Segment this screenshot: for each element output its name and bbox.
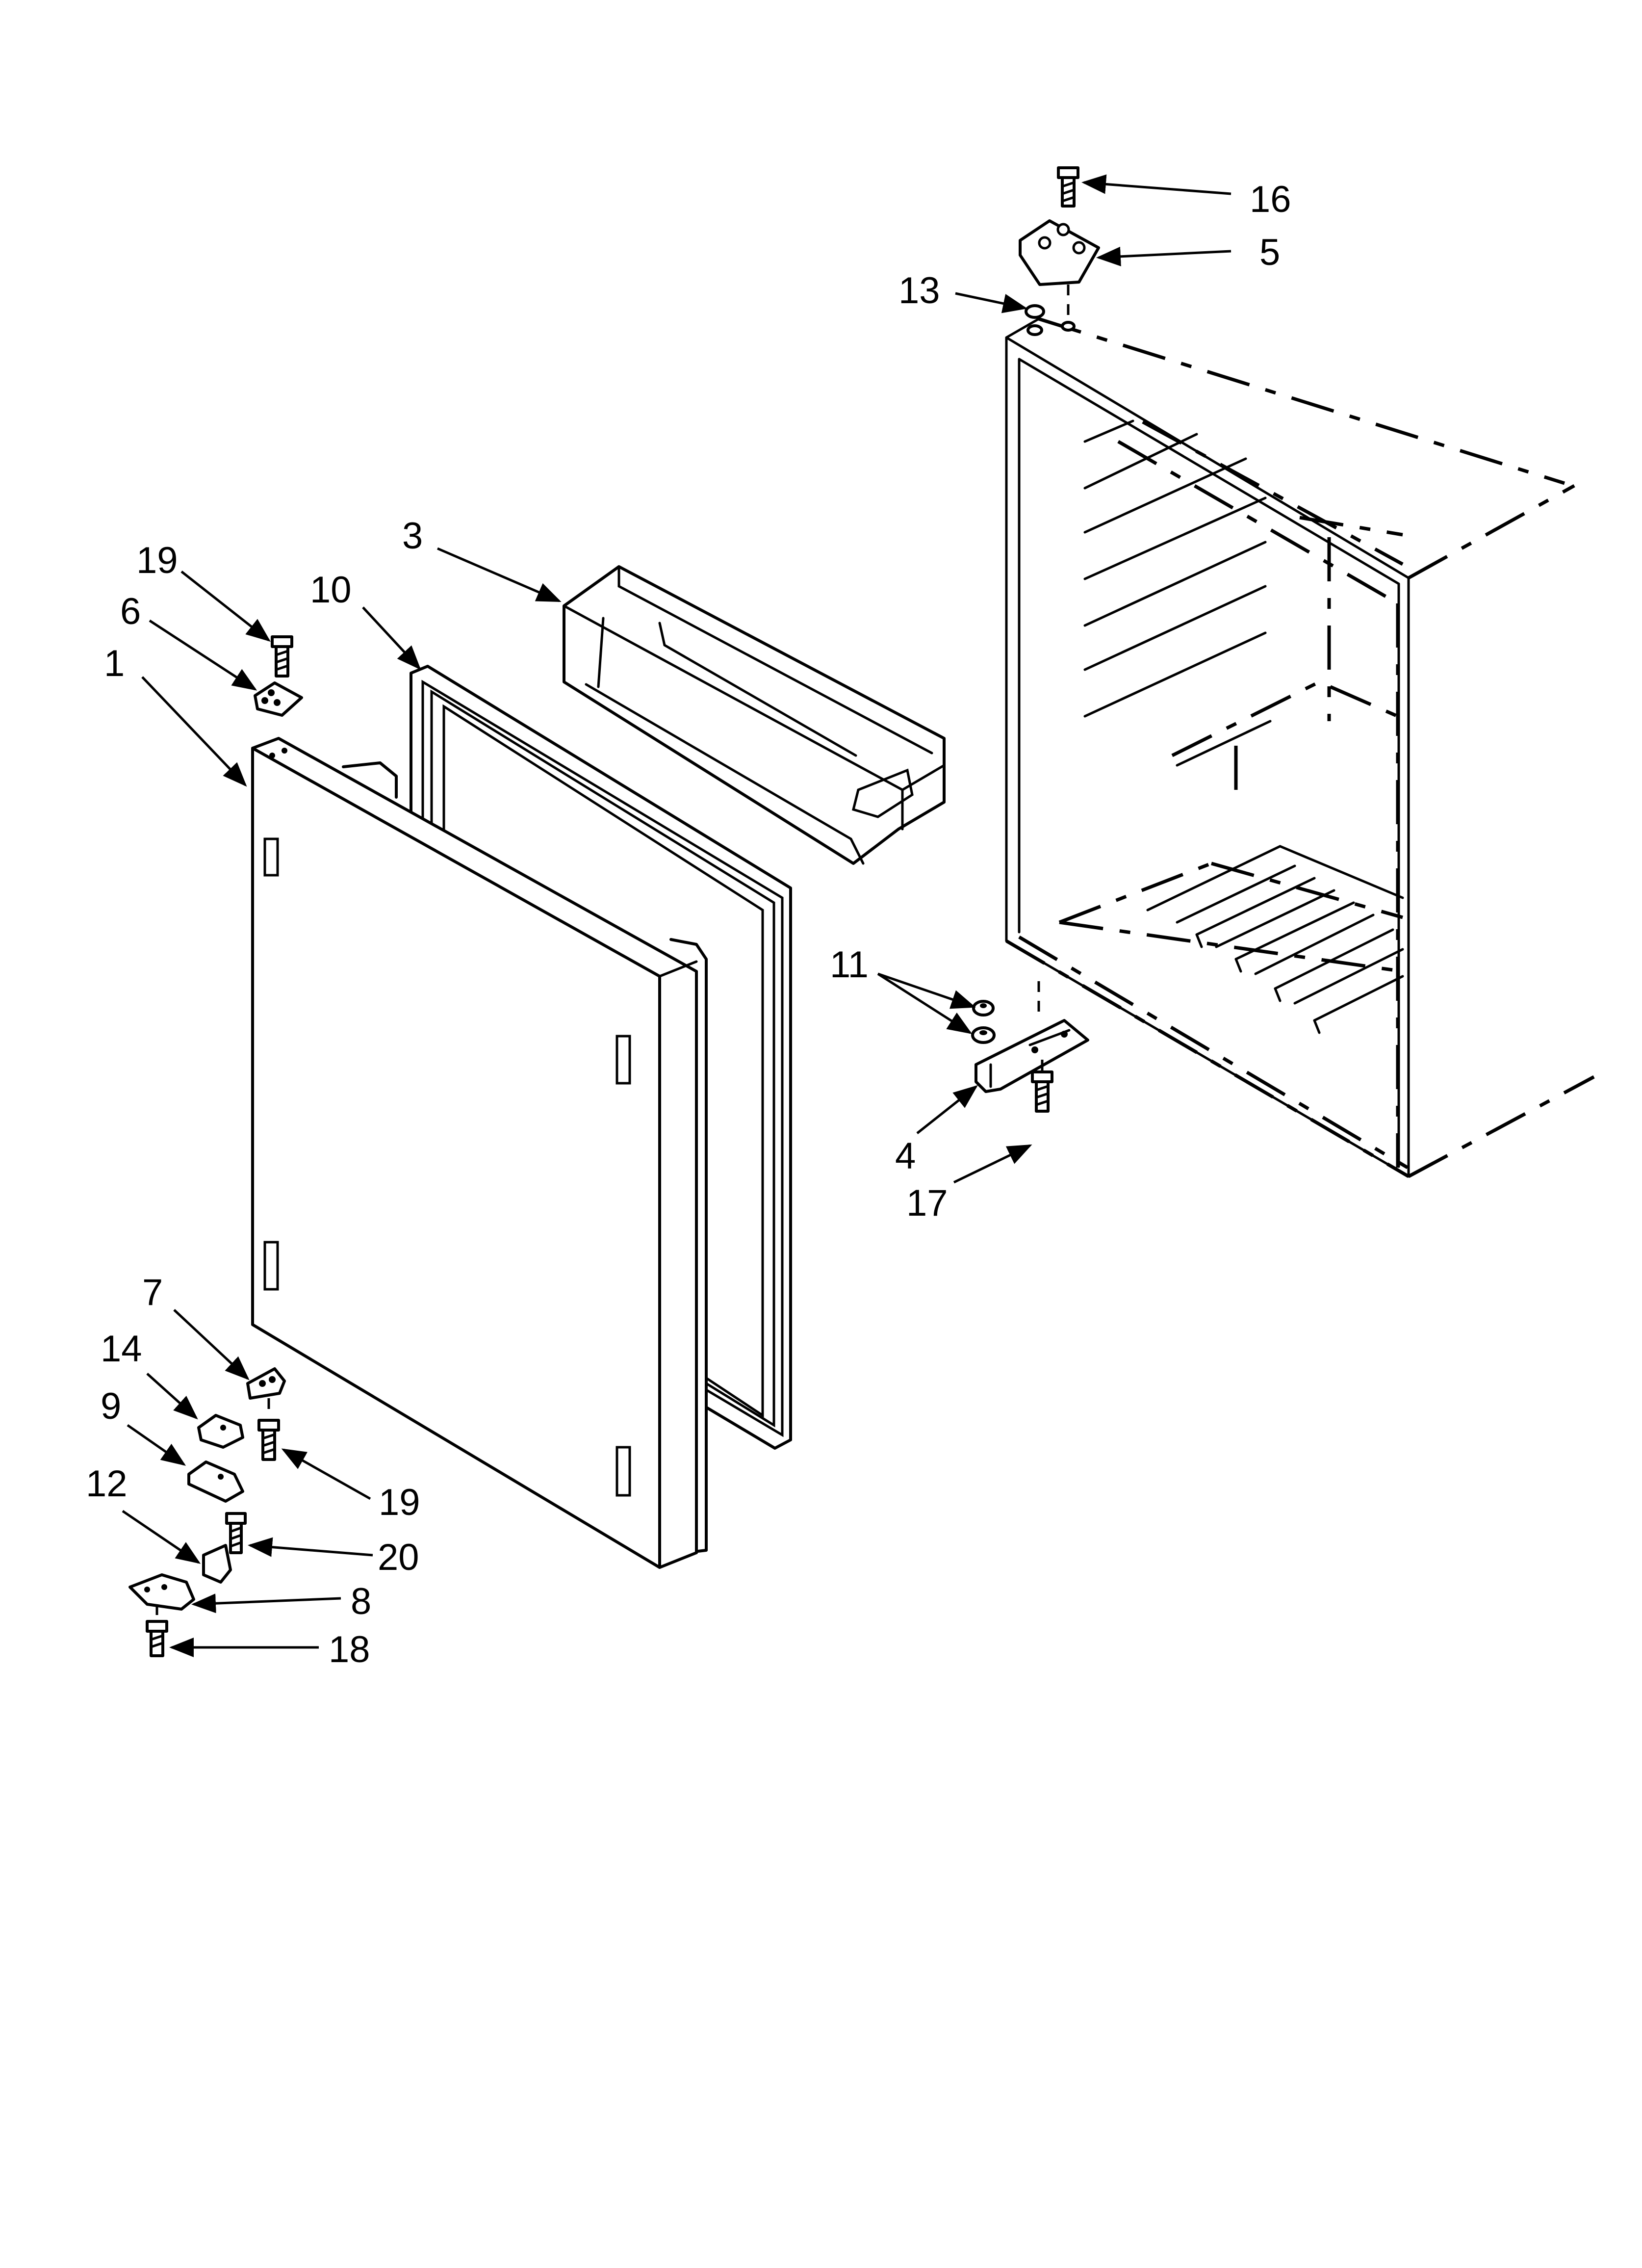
- callout-10: 10: [310, 569, 352, 611]
- leader-10: [362, 606, 421, 670]
- callout-4: 4: [895, 1135, 916, 1177]
- screw-20: [225, 1512, 247, 1554]
- door-shelf-bin: [563, 565, 946, 865]
- callout-5: 5: [1259, 232, 1280, 273]
- leader-11b: [877, 972, 973, 1034]
- freezer-door: [251, 737, 708, 1569]
- door-slot-upper-right: [616, 1035, 631, 1085]
- screw-16: [1057, 166, 1079, 208]
- hinge-bracket-9: [187, 1460, 244, 1503]
- leader-4: [916, 1085, 978, 1134]
- door-slot-lower-right: [616, 1446, 631, 1497]
- leader-13: [955, 292, 1027, 313]
- leader-19-top: [180, 571, 271, 642]
- washer-13: [1025, 304, 1076, 336]
- bottom-hinge-8: [128, 1573, 195, 1611]
- floor-grille: [1146, 845, 1404, 1034]
- leader-16: [1081, 174, 1232, 195]
- callout-18: 18: [329, 1629, 370, 1670]
- callout-20: 20: [378, 1537, 419, 1578]
- callout-19-top: 19: [136, 540, 178, 581]
- cabinet-liner: [1005, 317, 1595, 1178]
- leader-8: [191, 1593, 341, 1614]
- callout-8: 8: [351, 1581, 371, 1622]
- screw-19-top: [271, 635, 293, 678]
- callout-14: 14: [101, 1328, 142, 1370]
- spacer-14: [197, 1414, 244, 1449]
- callout-17: 17: [906, 1182, 948, 1224]
- leader-20: [248, 1537, 373, 1557]
- leader-6: [149, 619, 257, 691]
- leader-lines: [122, 174, 1232, 1657]
- leader-12: [122, 1510, 201, 1564]
- bottom-hinge-4: [975, 1019, 1089, 1093]
- callout-labels: 16 5 13 19 6 1 10 3 11 4 17 7 14 9 19 12…: [86, 179, 1291, 1670]
- leader-7: [173, 1309, 250, 1381]
- door-slot-lower-left: [263, 1241, 279, 1291]
- callout-13: 13: [898, 270, 940, 312]
- door-slot-upper-left: [263, 837, 279, 877]
- callout-19-bottom: 19: [379, 1482, 420, 1523]
- callout-12: 12: [86, 1463, 128, 1505]
- callout-7: 7: [142, 1272, 163, 1313]
- leader-19-bottom: [281, 1448, 371, 1500]
- hinge-cover-12: [202, 1544, 232, 1584]
- door-hinge-bracket-6: [254, 681, 303, 717]
- leader-11a: [877, 972, 976, 1009]
- leader-5: [1096, 246, 1232, 266]
- callout-11: 11: [830, 944, 869, 986]
- screw-19-bottom: [257, 1419, 280, 1461]
- callout-16: 16: [1250, 179, 1291, 220]
- screw-18: [146, 1620, 168, 1657]
- door-hinge-bracket-7: [246, 1367, 286, 1400]
- washers-11: [971, 1000, 996, 1044]
- leader-17: [953, 1144, 1032, 1184]
- callout-3: 3: [402, 515, 423, 557]
- callout-6: 6: [120, 591, 141, 632]
- leader-14: [146, 1373, 198, 1420]
- top-hinge-5: [1019, 219, 1100, 286]
- leader-3: [437, 547, 562, 602]
- screw-17: [1031, 1070, 1053, 1113]
- leader-1: [141, 676, 247, 787]
- leader-9: [127, 1424, 186, 1466]
- callout-1: 1: [104, 643, 125, 684]
- callout-9: 9: [101, 1385, 121, 1427]
